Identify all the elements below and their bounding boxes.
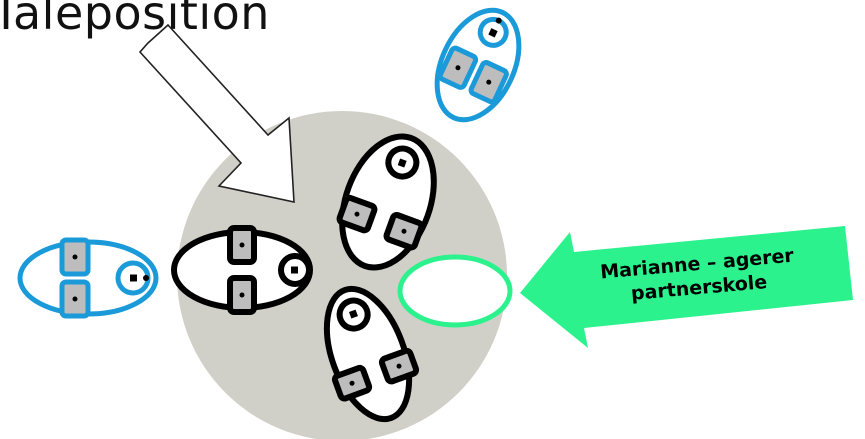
seated-person-icon	[171, 225, 313, 315]
seated-person-icon	[336, 133, 437, 271]
seated-person-icon	[434, 7, 522, 123]
seated-person-icon	[17, 237, 159, 319]
empty-seat-icon	[397, 254, 513, 328]
speaking-position-label: Taleposition	[0, 0, 270, 40]
speaking-position-arrow	[138, 23, 295, 204]
seated-person-icon	[323, 285, 420, 423]
pointer-arrow-icon	[520, 226, 853, 348]
